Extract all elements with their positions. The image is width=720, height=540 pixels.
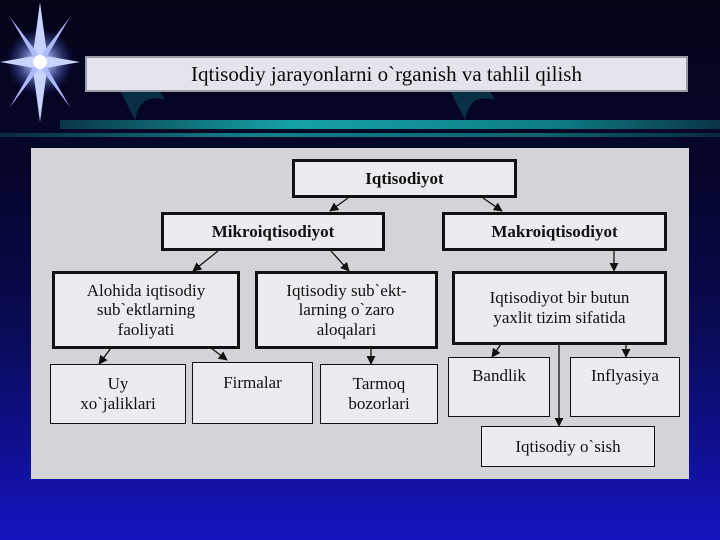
teal-stripe <box>60 120 720 129</box>
node-makroiqtisodiyot: Makroiqtisodiyot <box>442 212 667 251</box>
node-iqtisodiy-osish: Iqtisodiy o`sish <box>481 426 655 467</box>
node-iqtisodiyot: Iqtisodiyot <box>292 159 517 198</box>
arrow-root-macro <box>482 197 503 212</box>
node-uy-xojaliklari: Uy xo`jaliklari <box>50 364 186 424</box>
node-mikroiqtisodiyot: Mikroiqtisodiyot <box>161 212 385 251</box>
star-icon <box>0 2 80 122</box>
arrow-root-micro <box>329 197 349 212</box>
slide-title: Iqtisodiy jarayonlarni o`rganish va tahl… <box>85 56 688 92</box>
teal-stripe <box>0 133 720 137</box>
node-alohida-subektlar: Alohida iqtisodiy sub`ektlarning faoliya… <box>52 271 240 349</box>
node-yaxlit-tizim: Iqtisodiyot bir butun yaxlit tizim sifat… <box>452 271 667 345</box>
node-tarmoq-bozorlari: Tarmoq bozorlari <box>320 364 438 424</box>
arrow-left-firmalar <box>210 347 228 361</box>
node-bandlik: Bandlik <box>448 357 550 417</box>
arrow-macro-bandlik <box>491 343 502 358</box>
node-subektlar-aloqalari: Iqtisodiy sub`ekt- larning o`zaro aloqal… <box>255 271 438 349</box>
node-inflyasiya: Inflyasiya <box>570 357 680 417</box>
diagram-connectors <box>98 197 631 427</box>
arrow-left-uy <box>98 347 112 365</box>
arrow-micro-left <box>192 250 219 272</box>
arrow-micro-right <box>330 250 350 272</box>
node-firmalar: Firmalar <box>192 362 313 424</box>
